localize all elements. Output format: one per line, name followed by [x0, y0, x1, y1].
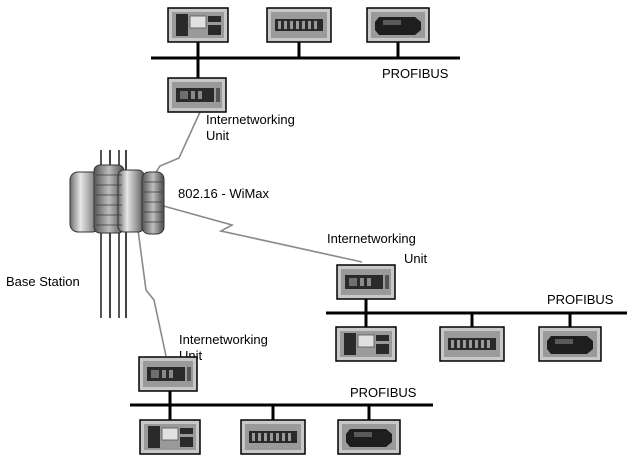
base-station-label: Base Station	[6, 274, 80, 289]
wireless-link-bottom	[135, 214, 167, 357]
iwu-label-top-line2: Unit	[206, 128, 230, 143]
base-station-tower-icon	[69, 150, 165, 318]
drive-unit-icon	[337, 419, 401, 455]
iwu-label-right-line2: Unit	[404, 251, 428, 266]
gateway-module-icon	[336, 264, 396, 300]
iwu-label-top-line1: Internetworking	[206, 112, 295, 127]
profibus-label-right: PROFIBUS	[547, 292, 614, 307]
iwu-label-bottom-line1: Internetworking	[179, 332, 268, 347]
wimax-label: 802.16 - WiMax	[178, 186, 270, 201]
profibus-label-top: PROFIBUS	[382, 66, 449, 81]
profibus-segment-top: PROFIBUS Internetworking Unit	[151, 7, 460, 143]
gateway-module-icon	[138, 356, 198, 392]
profibus-segment-bottom: Internetworking Unit PROFIBUS	[130, 332, 433, 455]
profibus-segment-right: Internetworking Unit PROFIBUS	[326, 231, 627, 362]
io-rack-icon	[439, 326, 505, 362]
wireless-link-right	[159, 204, 363, 263]
io-rack-icon	[266, 7, 332, 43]
gateway-module-icon	[167, 77, 227, 113]
drive-unit-icon	[538, 326, 602, 362]
io-rack-icon	[240, 419, 306, 455]
drive-unit-icon	[366, 7, 430, 43]
plc-module-icon	[139, 419, 201, 455]
iwu-label-right-line1: Internetworking	[327, 231, 416, 246]
plc-module-icon	[167, 7, 229, 43]
plc-module-icon	[335, 326, 397, 362]
profibus-label-bottom: PROFIBUS	[350, 385, 417, 400]
